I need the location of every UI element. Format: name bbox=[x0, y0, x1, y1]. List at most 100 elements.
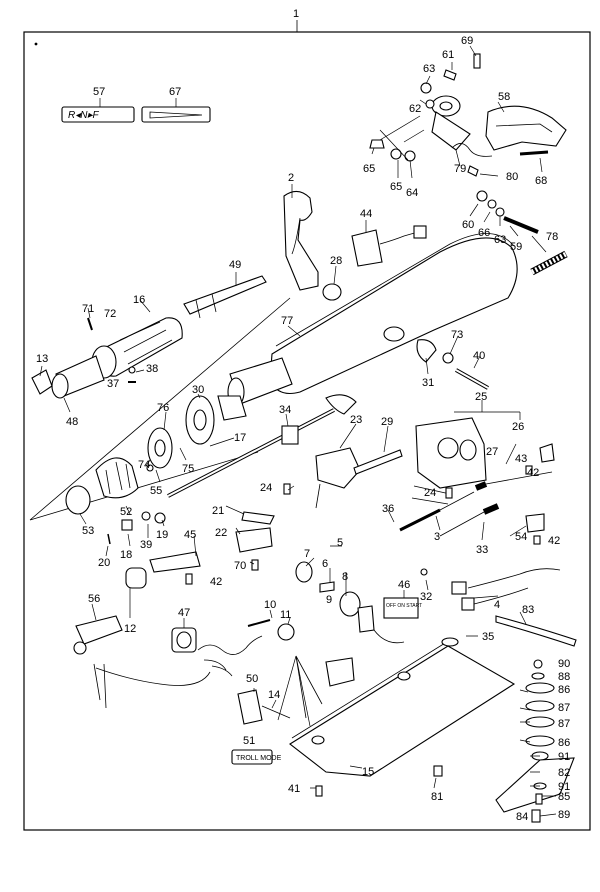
callout-70: 70 bbox=[234, 560, 246, 572]
callout-68: 68 bbox=[535, 175, 547, 187]
callout-12: 12 bbox=[124, 623, 136, 635]
callout-90: 90 bbox=[558, 658, 570, 670]
callout-4: 4 bbox=[494, 599, 500, 611]
callout-52: 52 bbox=[120, 506, 132, 518]
diagram-frame bbox=[23, 31, 591, 831]
callout-76: 76 bbox=[157, 402, 169, 414]
callout-85: 85 bbox=[558, 791, 570, 803]
callout-86-b: 86 bbox=[558, 737, 570, 749]
callout-21: 21 bbox=[212, 505, 224, 517]
callout-35: 35 bbox=[482, 631, 494, 643]
callout-3: 3 bbox=[434, 531, 440, 543]
callout-40: 40 bbox=[473, 350, 485, 362]
friction-plates bbox=[147, 395, 215, 469]
callout-57: 57 bbox=[93, 86, 105, 98]
callout-59: 59 bbox=[510, 241, 522, 253]
tiller-handle-body bbox=[217, 233, 518, 421]
callout-83: 83 bbox=[522, 604, 534, 616]
callout-44: 44 bbox=[360, 208, 372, 220]
ignition-switch: OFF ON START bbox=[295, 561, 422, 644]
callout-86: 86 bbox=[558, 684, 570, 696]
callout-5: 5 bbox=[337, 537, 343, 549]
callout-73: 73 bbox=[451, 329, 463, 341]
callout-87: 87 bbox=[558, 702, 570, 714]
callout-91: 91 bbox=[558, 751, 570, 763]
callout-32: 32 bbox=[420, 591, 432, 603]
callout-31: 31 bbox=[422, 377, 434, 389]
callout-24: 24 bbox=[260, 482, 272, 494]
assembly-number: 1 bbox=[293, 8, 299, 20]
bolts-bottom bbox=[185, 465, 541, 797]
link-parts bbox=[125, 511, 275, 589]
callout-24-b: 24 bbox=[424, 487, 436, 499]
callout-9: 9 bbox=[326, 594, 332, 606]
holder-56 bbox=[73, 615, 123, 655]
callout-34: 34 bbox=[279, 404, 291, 416]
callout-63: 63 bbox=[423, 63, 435, 75]
callout-60: 60 bbox=[462, 219, 474, 231]
callout-47: 47 bbox=[178, 607, 190, 619]
callout-45: 45 bbox=[184, 529, 196, 541]
switch-44 bbox=[351, 225, 427, 267]
callout-10: 10 bbox=[264, 599, 276, 611]
decal-47 bbox=[171, 627, 197, 653]
callout-2: 2 bbox=[288, 172, 294, 184]
callout-50: 50 bbox=[246, 673, 258, 685]
callout-25: 25 bbox=[475, 391, 487, 403]
callout-72: 72 bbox=[104, 308, 116, 320]
clip-part bbox=[473, 53, 481, 69]
callout-36: 36 bbox=[382, 503, 394, 515]
callout-71: 71 bbox=[82, 303, 94, 315]
callout-8: 8 bbox=[342, 571, 348, 583]
callout-38: 38 bbox=[146, 363, 158, 375]
small-fasteners-top bbox=[369, 69, 549, 234]
callout-53: 53 bbox=[82, 525, 94, 537]
callout-63-b: 63 bbox=[494, 234, 506, 246]
callout-15: 15 bbox=[362, 766, 374, 778]
callout-58: 58 bbox=[498, 91, 510, 103]
callout-42: 42 bbox=[527, 467, 539, 479]
callout-78: 78 bbox=[546, 231, 558, 243]
throttle-grip-parts bbox=[31, 275, 267, 399]
spring-78 bbox=[530, 250, 568, 276]
callout-28: 28 bbox=[330, 255, 342, 267]
callout-19: 19 bbox=[156, 529, 168, 541]
shift-decal: R◂N▸F bbox=[61, 106, 135, 123]
washer-stack bbox=[495, 659, 575, 823]
callout-88: 88 bbox=[558, 671, 570, 683]
callout-62: 62 bbox=[409, 103, 421, 115]
callout-74: 74 bbox=[138, 459, 150, 471]
callout-37: 37 bbox=[107, 378, 119, 390]
callout-39: 39 bbox=[140, 539, 152, 551]
callout-42-b: 42 bbox=[548, 535, 560, 547]
callout-41: 41 bbox=[288, 783, 300, 795]
svg-text:OFF ON START: OFF ON START bbox=[386, 603, 422, 609]
callout-81: 81 bbox=[431, 791, 443, 803]
callout-80: 80 bbox=[506, 171, 518, 183]
callout-82: 82 bbox=[558, 767, 570, 779]
lanyard-cord bbox=[93, 619, 295, 709]
callout-14: 14 bbox=[268, 689, 280, 701]
control-cables bbox=[399, 471, 553, 537]
callout-87-b: 87 bbox=[558, 718, 570, 730]
callout-6: 6 bbox=[322, 558, 328, 570]
callout-61: 61 bbox=[442, 49, 454, 61]
throttle-linkage-23 bbox=[315, 447, 403, 509]
svg-text:R◂N▸F: R◂N▸F bbox=[68, 110, 99, 121]
connector-50 bbox=[237, 689, 291, 725]
troll-mode-decal: TROLL MODE bbox=[231, 749, 282, 765]
callout-65-b: 65 bbox=[390, 181, 402, 193]
callout-48: 48 bbox=[66, 416, 78, 428]
callout-46: 46 bbox=[398, 579, 410, 591]
callout-42-c: 42 bbox=[210, 576, 222, 588]
base-housing bbox=[289, 637, 516, 777]
callout-89: 89 bbox=[558, 809, 570, 821]
wedge-decal bbox=[141, 106, 211, 123]
callout-54: 54 bbox=[515, 531, 527, 543]
callout-91-b: 91 bbox=[558, 781, 570, 793]
callout-23: 23 bbox=[350, 414, 362, 426]
leader-lines bbox=[39, 45, 557, 817]
grip-end bbox=[65, 457, 166, 545]
callout-43: 43 bbox=[515, 453, 527, 465]
